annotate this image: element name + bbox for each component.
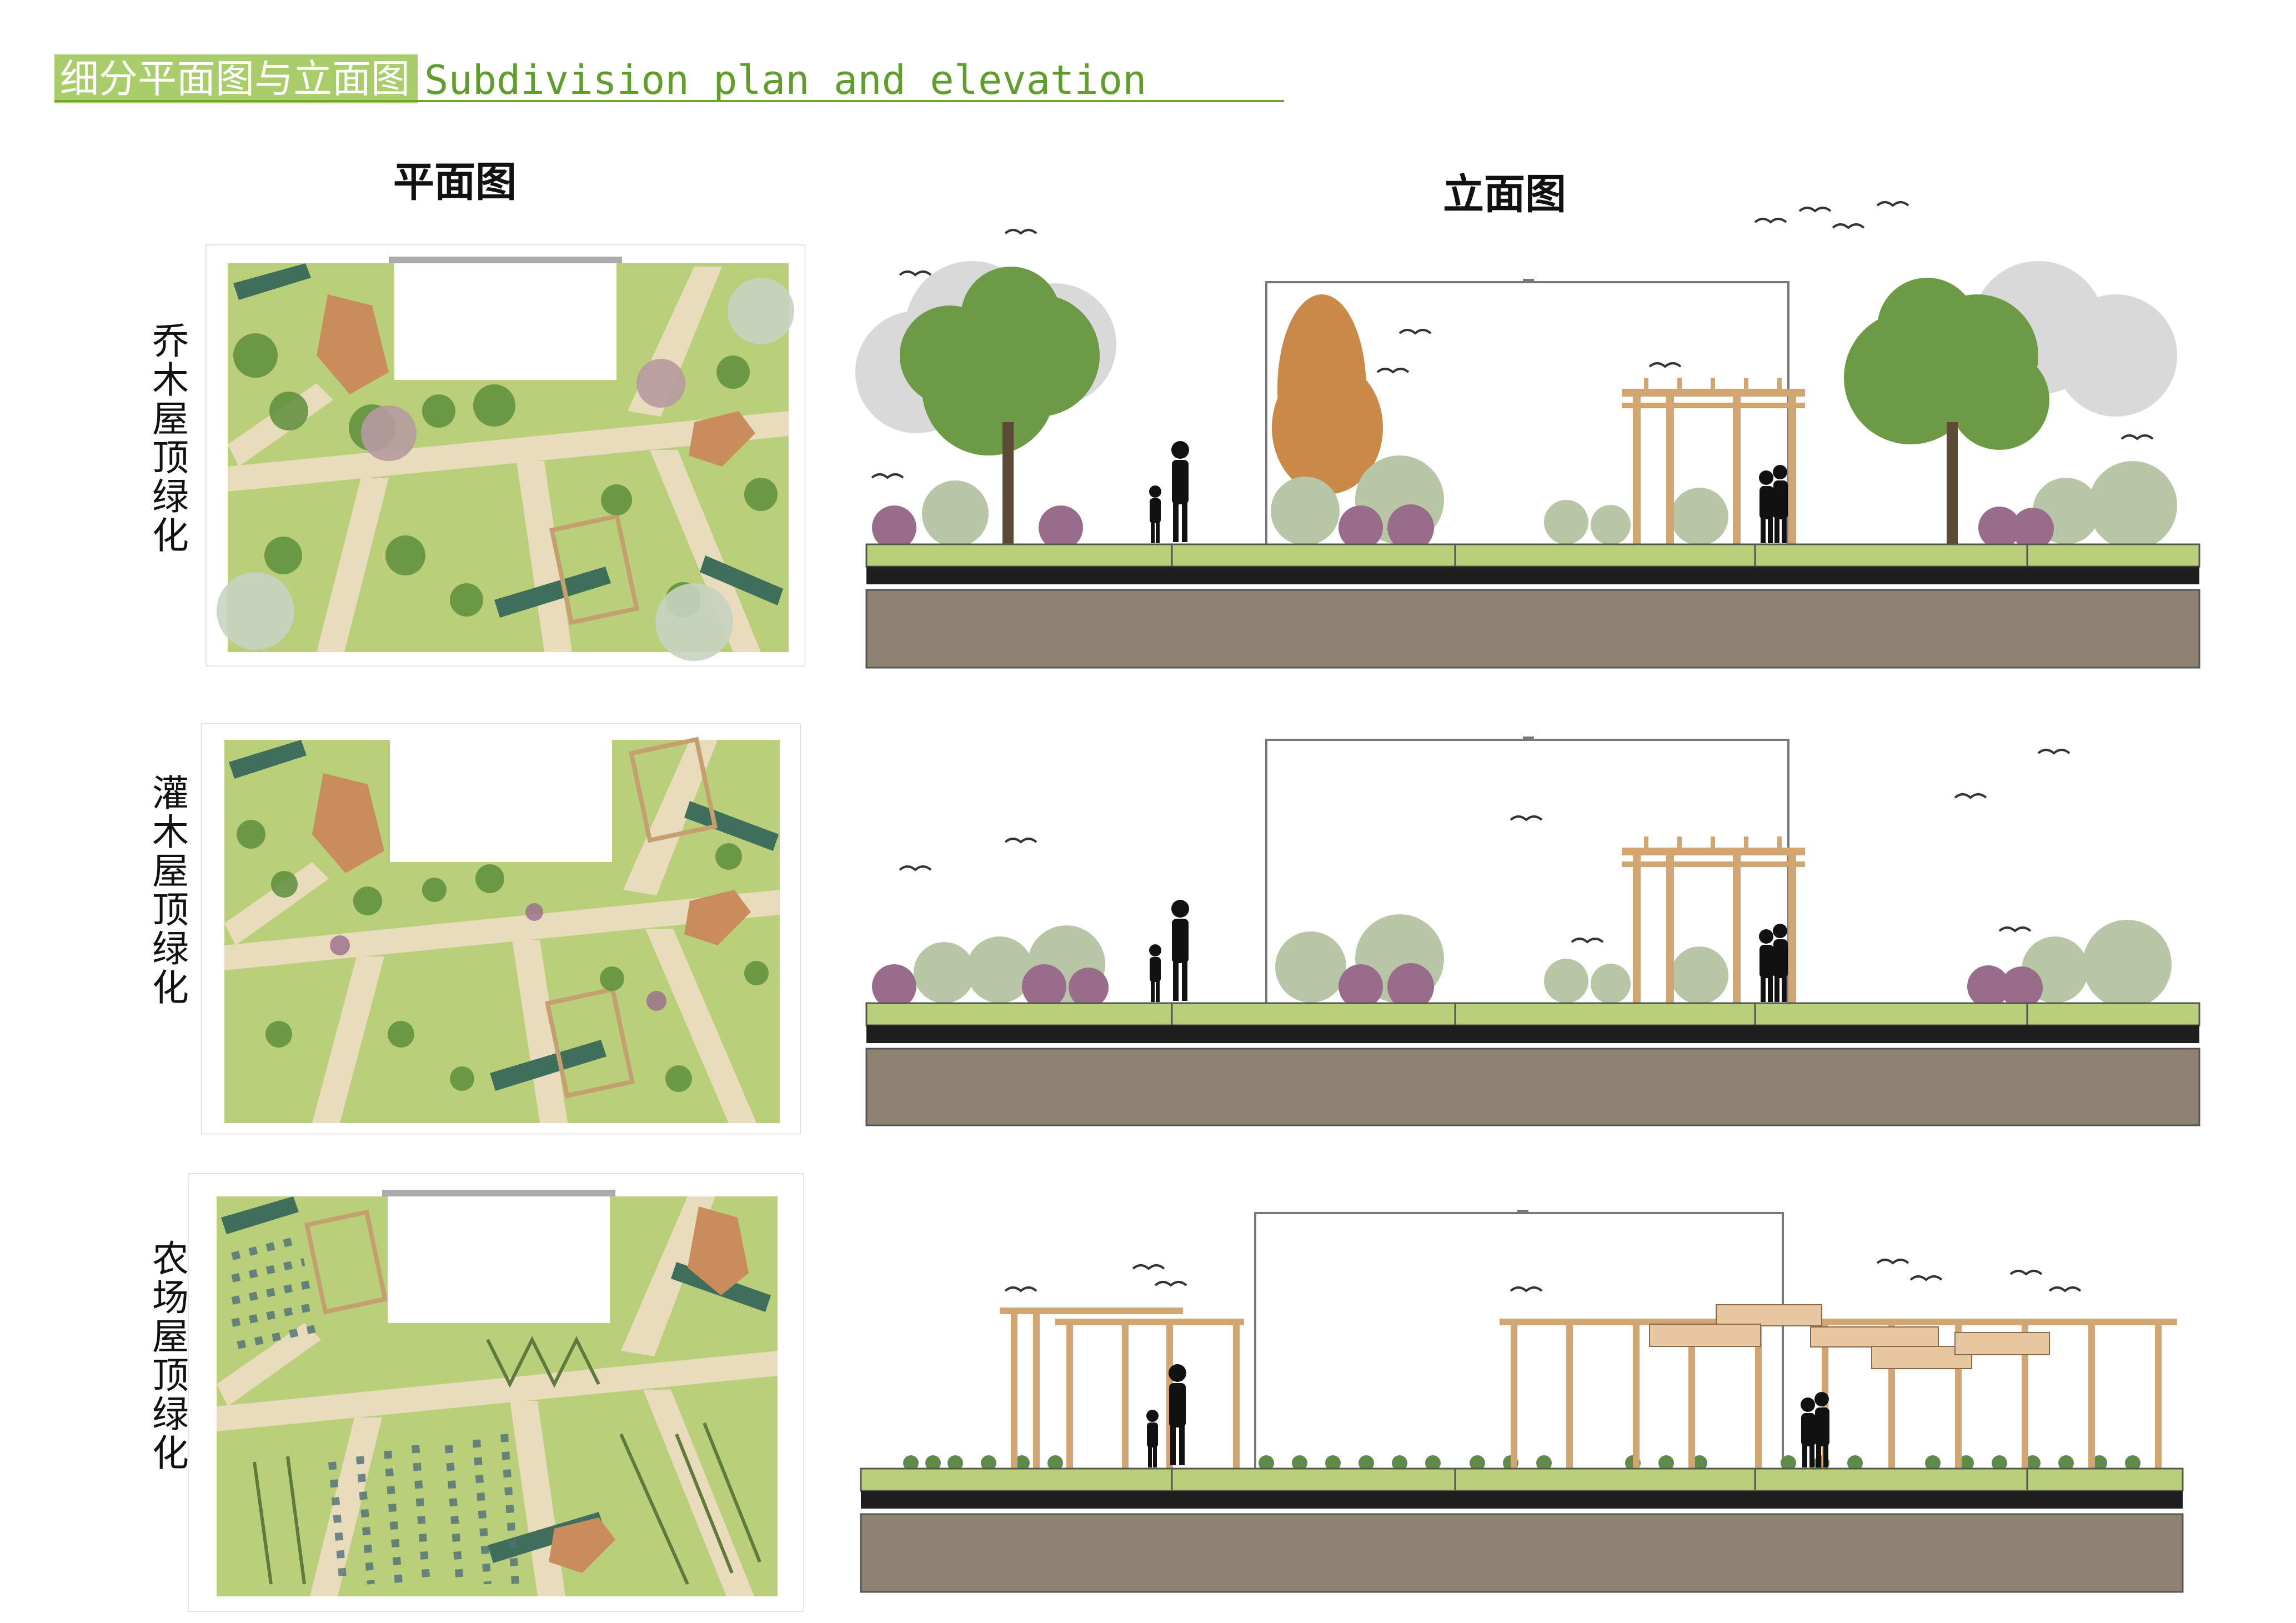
plan-column-header: 平面图 — [393, 158, 517, 206]
title-chinese: 细分平面图与立面图 — [54, 54, 418, 103]
title-underline — [54, 100, 1284, 102]
elevation-drawing-shrub-roof — [844, 731, 2210, 1136]
elevation-column-header: 立面图 — [1443, 171, 1566, 218]
plan-drawing-farm-roof — [188, 1173, 804, 1612]
plan-drawing-tree-roof — [205, 244, 805, 667]
row-label-shrub-roof: 灌木屋顶绿化 — [152, 772, 189, 1009]
row-label-farm-roof: 农场屋顶绿化 — [152, 1238, 189, 1475]
elevation-drawing-farm-roof — [844, 1202, 2210, 1602]
title-english: Subdivision plan and elevation — [424, 57, 1147, 103]
title-bar: 细分平面图与立面图 Subdivision plan and elevation — [54, 54, 1146, 103]
row-label-tree-roof: 乔木屋顶绿化 — [152, 320, 189, 557]
plan-drawing-shrub-roof — [201, 723, 801, 1134]
elevation-drawing-tree-roof — [844, 189, 2210, 678]
